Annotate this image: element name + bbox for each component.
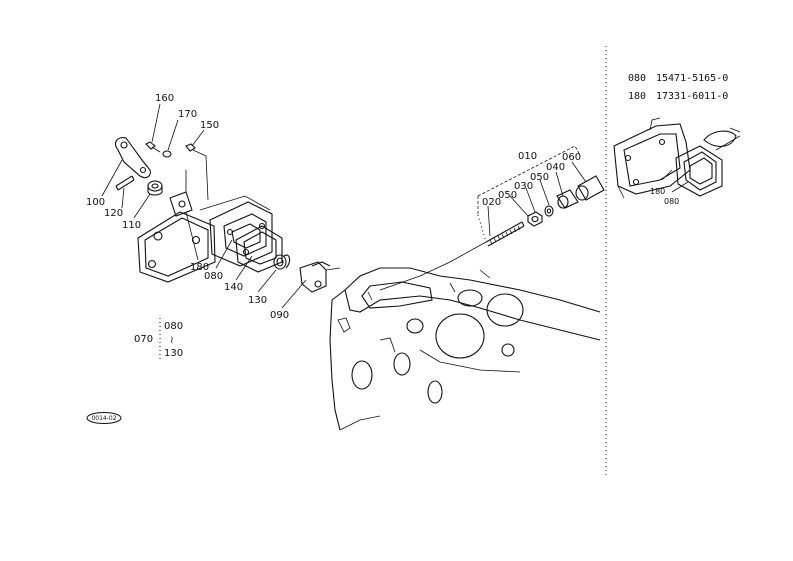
figure-tag: 0014-02 <box>86 412 122 424</box>
range-group-sep: ≀ <box>170 335 174 346</box>
callout-090: 090 <box>270 310 289 321</box>
callout-060: 060 <box>562 152 581 163</box>
part-ref-key: 080 <box>628 73 646 84</box>
callout-140: 140 <box>224 282 243 293</box>
range-group-label: 070 <box>134 334 153 345</box>
lever-assembly-drawing <box>115 137 207 196</box>
inset-callout-180: 180 <box>650 187 665 196</box>
callout-180: 180 <box>190 262 209 273</box>
part-ref-list: 080 15471-5165-0 180 17331-6011-0 <box>628 73 728 102</box>
part-ref-key: 180 <box>628 91 646 102</box>
callout-170: 170 <box>178 109 197 120</box>
callout-050-lower: 050 <box>498 190 517 201</box>
callout-160: 160 <box>155 93 174 104</box>
callout-050-upper: 050 <box>530 172 549 183</box>
engine-block-drawing <box>329 267 601 431</box>
range-group-to: 130 <box>164 348 183 359</box>
callout-080: 080 <box>204 271 223 282</box>
inset-assembly-drawing <box>613 117 741 199</box>
callout-030: 030 <box>514 181 533 192</box>
callout-150: 150 <box>200 120 219 131</box>
part-ref-number: 17331-6011-0 <box>656 91 728 102</box>
callout-010: 010 <box>518 151 537 162</box>
governor-housing-drawing <box>209 201 341 293</box>
leader-lines <box>101 103 689 309</box>
callout-130: 130 <box>248 295 267 306</box>
range-group-070: 070 080 ≀ 130 <box>134 318 183 362</box>
cover-plate-drawing <box>137 155 271 283</box>
callout-110: 110 <box>122 220 141 231</box>
figure-tag-text: 0014-02 <box>91 415 116 422</box>
callout-100: 100 <box>86 197 105 208</box>
part-ref-number: 15471-5165-0 <box>656 73 728 84</box>
range-group-from: 080 <box>164 321 183 332</box>
callout-040: 040 <box>546 162 565 173</box>
adjuster-stack-drawing <box>379 145 605 291</box>
callout-020: 020 <box>482 197 501 208</box>
inset-callout-080: 080 <box>664 197 679 206</box>
callout-120: 120 <box>104 208 123 219</box>
